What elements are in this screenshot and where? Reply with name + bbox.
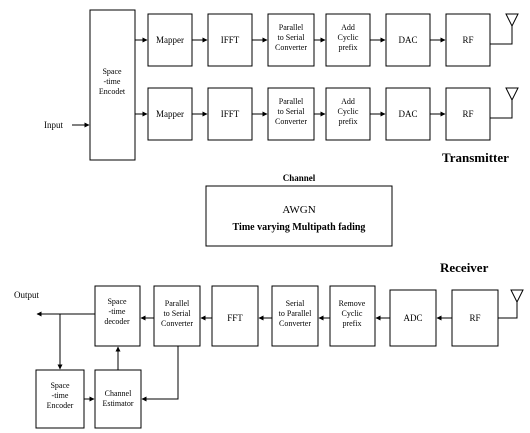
rx-link-p2s-estimator xyxy=(141,346,179,402)
channel-awgn: AWGN xyxy=(282,204,315,216)
svg-text:Parallel: Parallel xyxy=(279,97,304,106)
svg-text:ADC: ADC xyxy=(403,313,422,323)
svg-text:Cyclic: Cyclic xyxy=(342,309,363,318)
svg-text:Remove: Remove xyxy=(339,299,366,308)
tx-space-time-encoder: Space -time Encodet xyxy=(89,9,136,161)
svg-text:Encodet: Encodet xyxy=(99,87,126,96)
svg-text:Serial: Serial xyxy=(286,299,305,308)
svg-text:RF: RF xyxy=(462,35,473,45)
tx1-rf: RF xyxy=(445,13,491,67)
svg-text:decoder: decoder xyxy=(104,317,130,326)
receiver-heading: Receiver xyxy=(440,260,489,275)
svg-text:RF: RF xyxy=(462,109,473,119)
channel-title: Channel xyxy=(283,173,316,183)
rx-channel-estimator: Channel Estimator xyxy=(94,369,142,429)
tx2-rf: RF xyxy=(445,87,491,141)
svg-text:prefix: prefix xyxy=(338,117,357,126)
tx1-antenna-icon xyxy=(490,13,519,45)
svg-text:-time: -time xyxy=(104,77,121,86)
svg-text:to Parallel: to Parallel xyxy=(279,309,312,318)
svg-text:Parallel: Parallel xyxy=(279,23,304,32)
rx-space-time-encoder: Space -time Encoder xyxy=(35,369,85,429)
output-label: Output xyxy=(14,290,40,300)
svg-text:Cyclic: Cyclic xyxy=(338,33,359,42)
svg-text:Converter: Converter xyxy=(275,117,307,126)
svg-text:DAC: DAC xyxy=(398,109,417,119)
tx1-ifft: IFFT xyxy=(207,13,253,67)
tx2-antenna-icon xyxy=(490,87,519,119)
svg-text:prefix: prefix xyxy=(342,319,361,328)
rx-remove-cyclic-prefix: Remove Cyclic prefix xyxy=(329,285,376,347)
tx2-mapper: Mapper xyxy=(147,87,193,141)
tx1-parallel-to-serial: Parallel to Serial Converter xyxy=(267,13,315,67)
tx2-parallel-to-serial: Parallel to Serial Converter xyxy=(267,87,315,141)
svg-text:Mapper: Mapper xyxy=(156,35,184,45)
svg-text:prefix: prefix xyxy=(338,43,357,52)
svg-text:to Serial: to Serial xyxy=(278,107,306,116)
svg-text:RF: RF xyxy=(469,313,480,323)
tx2-ifft: IFFT xyxy=(207,87,253,141)
svg-text:Mapper: Mapper xyxy=(156,109,184,119)
svg-text:IFFT: IFFT xyxy=(221,35,240,45)
svg-text:to Serial: to Serial xyxy=(278,33,306,42)
svg-text:-time: -time xyxy=(109,307,126,316)
svg-text:Converter: Converter xyxy=(279,319,311,328)
svg-text:Space: Space xyxy=(50,381,70,390)
channel-fading: Time varying Multipath fading xyxy=(233,222,366,233)
tx1-add-cyclic-prefix: Add Cyclic prefix xyxy=(325,13,371,67)
svg-text:-time: -time xyxy=(52,391,69,400)
svg-text:Cyclic: Cyclic xyxy=(338,107,359,116)
tx1-dac: DAC xyxy=(385,13,431,67)
svg-text:Space: Space xyxy=(102,67,122,76)
svg-text:to Serial: to Serial xyxy=(164,309,192,318)
svg-text:Space: Space xyxy=(107,297,127,306)
channel-box: AWGN Time varying Multipath fading xyxy=(205,185,393,247)
svg-text:DAC: DAC xyxy=(398,35,417,45)
svg-text:Add: Add xyxy=(341,23,355,32)
svg-text:FFT: FFT xyxy=(227,313,243,323)
svg-text:Add: Add xyxy=(341,97,355,106)
rx-adc: ADC xyxy=(389,289,437,347)
rx-antenna-icon xyxy=(498,289,524,319)
tx2-dac: DAC xyxy=(385,87,431,141)
svg-text:Estimator: Estimator xyxy=(102,399,133,408)
svg-text:Parallel: Parallel xyxy=(165,299,190,308)
rx-parallel-to-serial: Parallel to Serial Converter xyxy=(153,285,201,347)
transmitter-heading: Transmitter xyxy=(442,150,509,165)
svg-text:Encoder: Encoder xyxy=(47,401,74,410)
input-label: Input xyxy=(44,120,63,130)
rx-fft: FFT xyxy=(211,285,259,347)
rx-space-time-decoder: Space -time decoder xyxy=(94,285,141,347)
svg-text:Channel: Channel xyxy=(105,389,132,398)
rx-rf: RF xyxy=(451,289,499,347)
svg-text:IFFT: IFFT xyxy=(221,109,240,119)
svg-text:Converter: Converter xyxy=(275,43,307,52)
rx-serial-to-parallel: Serial to Parallel Converter xyxy=(271,285,319,347)
tx1-mapper: Mapper xyxy=(147,13,193,67)
svg-text:Converter: Converter xyxy=(161,319,193,328)
tx2-add-cyclic-prefix: Add Cyclic prefix xyxy=(325,87,371,141)
